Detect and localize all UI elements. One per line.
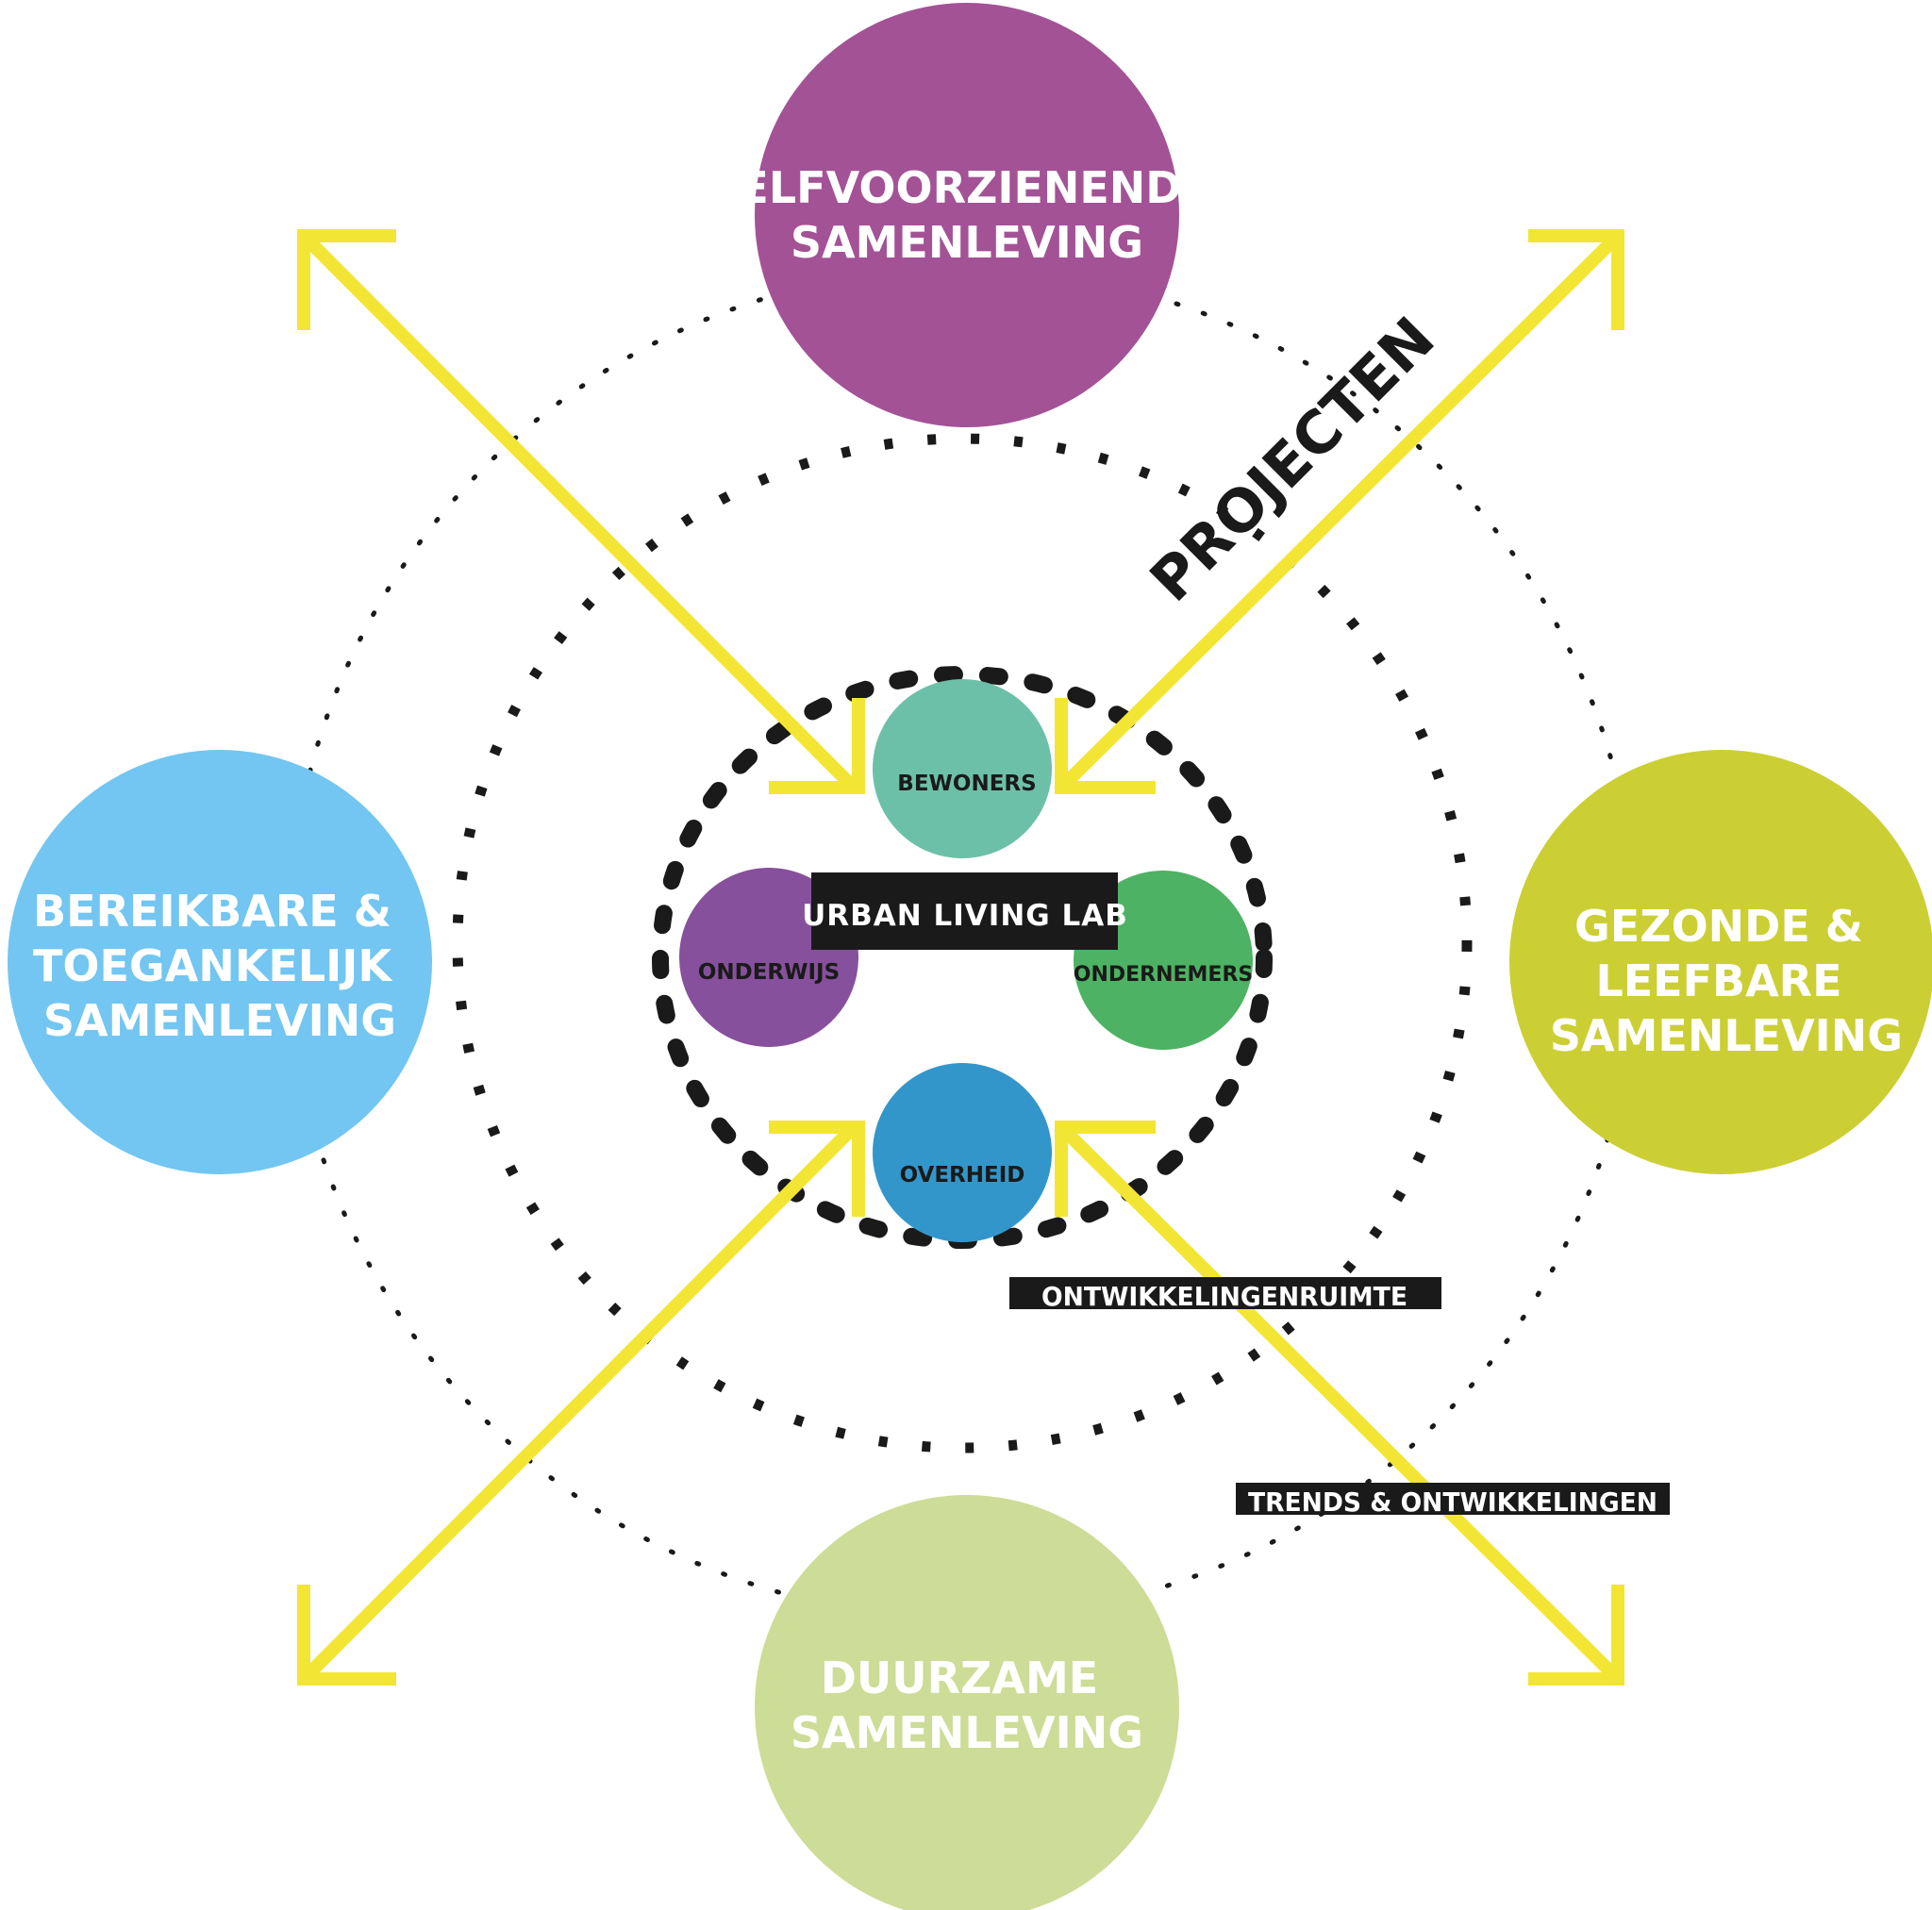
outer-circle-top-line-2: SAMENLEVING <box>791 217 1143 268</box>
stakeholder-overheid: OVERHEID <box>873 1063 1052 1242</box>
trends-label-text: TRENDS & ONTWIKKELINGEN <box>1248 1486 1657 1518</box>
outer-circle-right-line-2: LEEFBARE <box>1595 955 1841 1006</box>
svg-text:ZELFVOORZIENENDE SAMENLE: ZELFVOORZIENENDE SAMENLEVING <box>708 162 1226 268</box>
outer-circle-left-line-1: BEREIKBARE & <box>33 886 391 937</box>
svg-text:BEREIKBARE & TOEGANKELIJ: BEREIKBARE & TOEGANKELIJK SAMENLEVING <box>33 886 407 1046</box>
stakeholder-onderwijs-label: ONDERWIJS <box>698 960 840 985</box>
arrow-top-right-head-inner <box>1055 698 1156 794</box>
stakeholder-overheid-label: OVERHEID <box>900 1163 1025 1188</box>
trends-label: TRENDS & ONTWIKKELINGEN <box>1236 1483 1670 1518</box>
stakeholder-ondernemers: ONDERNEMERS <box>1074 871 1254 1050</box>
arrow-top-left-shaft <box>299 231 858 792</box>
arrows <box>297 229 1624 1686</box>
stakeholder-ondernemers-shape <box>1074 871 1253 1050</box>
outer-circle-top-shape <box>755 3 1179 427</box>
stakeholder-bewoners-label: BEWONERS <box>897 772 1036 796</box>
arrow-bottom-left-head-inner <box>769 1121 865 1217</box>
ontwikkelingenruimte-label-bg <box>1009 1277 1441 1309</box>
arrow-bottom-right-head-inner <box>1055 1121 1156 1217</box>
center-label-bg <box>811 872 1118 950</box>
arrow-top-right-head-outer <box>1528 229 1624 330</box>
middle-dotted-ring <box>452 433 1473 1453</box>
outer-circle-left-line-2: TOEGANKELIJK <box>33 940 393 991</box>
ontwikkelingenruimte-label-text: ONTWIKKELINGENRUIMTE <box>1041 1281 1407 1312</box>
outer-circle-bottom-shape <box>755 1495 1179 1910</box>
outer-circle-right-line-1: GEZONDE & <box>1574 901 1863 952</box>
outer-circle-left: BEREIKBARE & TOEGANKELIJK SAMENLEVING <box>8 750 432 1174</box>
stakeholder-bewoners-shape <box>873 679 1052 858</box>
outer-circle-bottom-line-1: DUURZAME <box>821 1653 1098 1703</box>
center-label: URBAN LIVING LAB <box>802 872 1128 950</box>
outer-circle-left-shape <box>8 750 432 1174</box>
outer-circle-right-line-3: SAMENLEVING <box>1550 1010 1903 1061</box>
trends-label-bg <box>1236 1483 1670 1515</box>
ontwikkelingenruimte-label: ONTWIKKELINGENRUIMTE <box>1009 1277 1441 1312</box>
outer-circle-right: GEZONDE & LEEFBARE SAMENLEVING <box>1509 750 1932 1174</box>
arrow-bottom-right-head-outer <box>1528 1585 1624 1686</box>
center-label-text: URBAN LIVING LAB <box>802 899 1128 933</box>
arrow-bottom-left-head-outer <box>297 1585 396 1686</box>
svg-text:GEZONDE & LEEFBARE: GEZONDE & LEEFBARE SAMENLEVING <box>1550 901 1903 1061</box>
outer-circle-left-line-3: SAMENLEVING <box>43 995 396 1046</box>
outer-circle-bottom: DUURZAME SAMENLEVING <box>755 1495 1179 1910</box>
arrow-top-left-head-inner <box>769 698 865 794</box>
arrow-top-right-shaft <box>1057 231 1623 792</box>
svg-text:DUURZAME SAMENLEVING: DUURZAME SAMENLEVING <box>791 1653 1143 1758</box>
outer-circle-bottom-line-2: SAMENLEVING <box>791 1707 1143 1758</box>
outer-circle-right-shape <box>1509 750 1932 1174</box>
outer-circle-top: ZELFVOORZIENENDE SAMENLEVING <box>708 3 1226 427</box>
arrow-bottom-right-shaft <box>1057 1122 1623 1684</box>
arrow-top-left-head-outer <box>297 229 396 330</box>
stakeholder-ondernemers-label: ONDERNEMERS <box>1074 963 1254 987</box>
stakeholder-bewoners: BEWONERS <box>873 679 1052 858</box>
outer-circle-top-line-1: ZELFVOORZIENENDE <box>708 162 1211 213</box>
stakeholder-overheid-shape <box>873 1063 1052 1242</box>
arrow-bottom-left-shaft <box>299 1122 858 1684</box>
